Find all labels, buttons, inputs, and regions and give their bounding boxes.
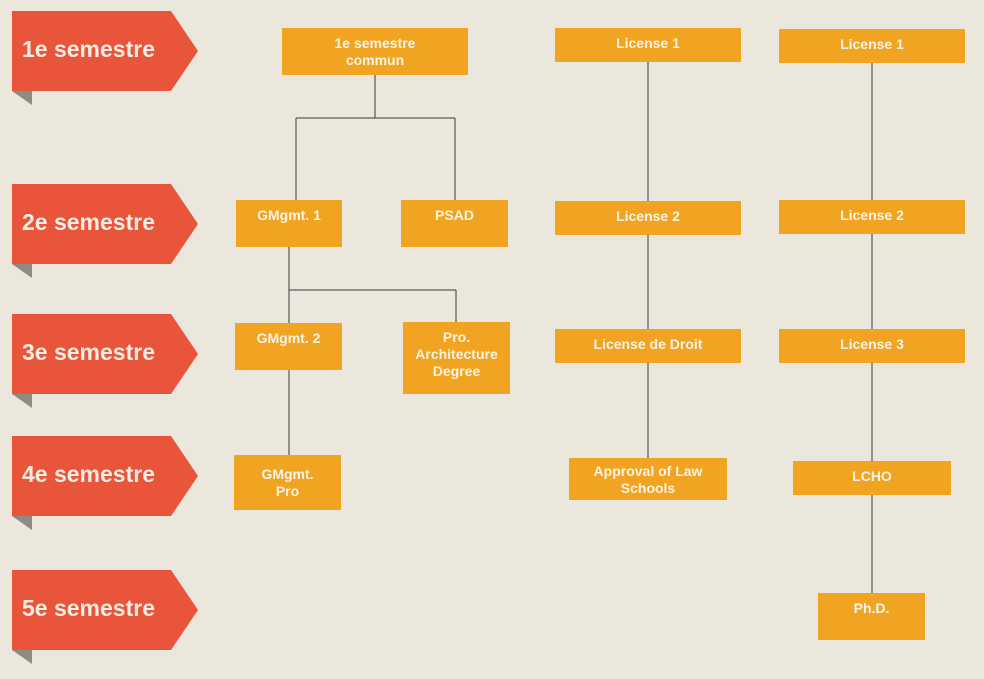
node-label: License de Droit xyxy=(593,336,703,352)
semester-5-arrow: 5e semestre xyxy=(12,570,198,664)
ribbon-arrow-shape xyxy=(12,436,198,530)
node-psad: PSAD xyxy=(401,200,508,247)
node-gmgmt-2: GMgmt. 2 xyxy=(235,323,342,370)
node-label: GMgmt. 1 xyxy=(257,207,321,223)
ribbon-arrow-shape xyxy=(12,184,198,278)
semester-3-arrow: 3e semestre xyxy=(12,314,198,408)
ribbon-arrow-shape xyxy=(12,570,198,664)
node-phd: Ph.D. xyxy=(818,593,925,640)
semester-4-arrow: 4e semestre xyxy=(12,436,198,530)
node-label: Approval of Law Schools xyxy=(593,463,703,496)
semester-1-arrow: 1e semestre xyxy=(12,11,198,105)
node-license-de-droit: License de Droit xyxy=(555,329,741,363)
node-label: License 1 xyxy=(840,36,904,52)
node-phd-license-3: License 3 xyxy=(779,329,965,363)
ribbon-arrow-shape xyxy=(12,11,198,105)
node-label: License 2 xyxy=(840,207,904,223)
node-label: License 3 xyxy=(840,336,904,352)
node-label: License 1 xyxy=(616,35,680,51)
node-label: Ph.D. xyxy=(853,600,890,616)
node-law-license-1: License 1 xyxy=(555,28,741,62)
semester-label: 4e semestre xyxy=(22,461,155,487)
node-label: Pro. Architecture Degree xyxy=(415,329,498,379)
node-approval-of-law-schools: Approval of Law Schools xyxy=(569,458,727,500)
node-semestre-commun: 1e semestre commun xyxy=(282,28,468,75)
node-lcho: LCHO xyxy=(793,461,951,495)
semester-2-arrow: 2e semestre xyxy=(12,184,198,278)
node-gmgmt-pro: GMgmt. Pro xyxy=(234,455,341,510)
node-label: License 2 xyxy=(616,208,680,224)
ribbon-arrow-shape xyxy=(12,314,198,408)
node-phd-license-1: License 1 xyxy=(779,29,965,63)
node-label: LCHO xyxy=(852,468,892,484)
node-phd-license-2: License 2 xyxy=(779,200,965,234)
node-label: GMgmt. Pro xyxy=(261,466,314,499)
node-label: 1e semestre commun xyxy=(334,35,416,68)
semester-label: 3e semestre xyxy=(22,339,155,365)
node-gmgmt-1: GMgmt. 1 xyxy=(236,200,342,247)
node-pro-architecture-degree: Pro. Architecture Degree xyxy=(403,322,510,394)
node-label: GMgmt. 2 xyxy=(256,330,321,346)
semester-label: 1e semestre xyxy=(22,36,155,62)
semester-label: 5e semestre xyxy=(22,595,155,621)
node-law-license-2: License 2 xyxy=(555,201,741,235)
semester-label: 2e semestre xyxy=(22,209,155,235)
node-label: PSAD xyxy=(435,207,474,223)
